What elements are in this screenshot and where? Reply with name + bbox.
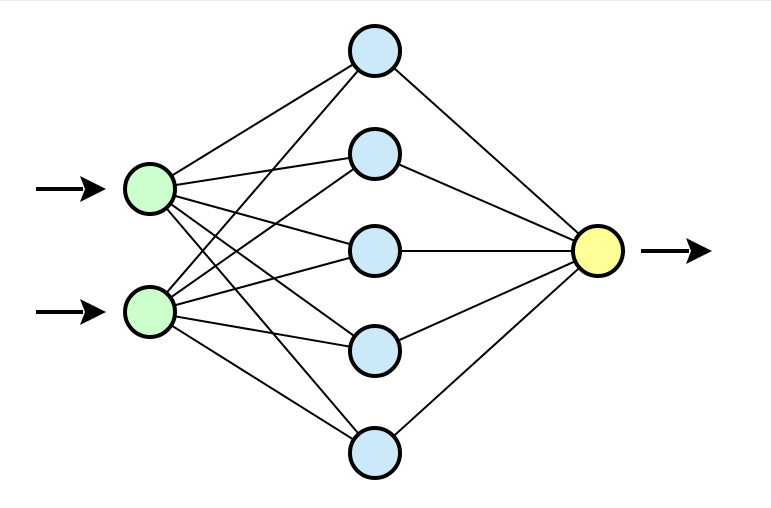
node-h5[interactable] (348, 426, 402, 480)
node-h3[interactable] (348, 224, 402, 278)
hidden-layer-node-4[interactable] (348, 324, 402, 378)
io-arrows-group (36, 176, 712, 325)
node-h1[interactable] (348, 24, 402, 78)
node-i2[interactable] (123, 285, 177, 339)
input-arrow-2 (36, 299, 106, 325)
hidden-layer-node-3[interactable] (348, 224, 402, 278)
nn-edge (171, 156, 354, 187)
nodes-group (123, 24, 625, 480)
input-layer-node-1[interactable] (123, 162, 177, 216)
nn-edge (167, 201, 358, 339)
node-o1[interactable] (571, 224, 625, 278)
input-arrow-2-head (80, 299, 106, 325)
node-i1[interactable] (123, 162, 177, 216)
nn-edge (395, 162, 578, 243)
output-layer-node-1[interactable] (571, 224, 625, 278)
node-h2[interactable] (348, 127, 402, 181)
nn-edge (171, 194, 354, 246)
nn-edge (394, 259, 579, 343)
nn-edge (171, 314, 354, 349)
output-arrow-head (686, 238, 712, 264)
edges-group (163, 62, 582, 442)
node-h4[interactable] (348, 324, 402, 378)
nn-edge (391, 265, 582, 439)
nn-edge (168, 323, 357, 442)
nn-edge (163, 205, 362, 437)
nn-edge (391, 65, 582, 237)
nn-edge (171, 256, 354, 307)
hidden-layer-node-5[interactable] (348, 426, 402, 480)
input-layer-node-2[interactable] (123, 285, 177, 339)
nn-edge (164, 67, 361, 296)
nn-edge (168, 62, 357, 178)
input-arrow-1 (36, 176, 106, 202)
hidden-layer-node-2[interactable] (348, 127, 402, 181)
hidden-layer-node-1[interactable] (348, 24, 402, 78)
nn-edge (167, 166, 358, 300)
input-arrow-1-head (80, 176, 106, 202)
output-arrow (641, 238, 712, 264)
